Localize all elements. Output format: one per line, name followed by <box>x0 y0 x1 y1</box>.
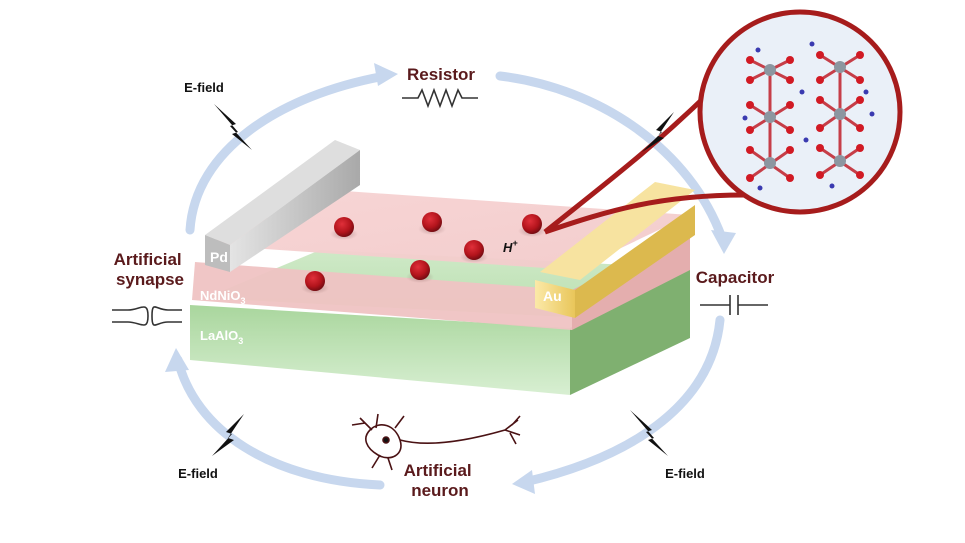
callout-tail <box>544 192 746 235</box>
proton <box>422 212 442 232</box>
laalo3-side <box>570 268 690 395</box>
au-front <box>535 280 575 318</box>
au-side <box>575 205 695 318</box>
protons <box>301 212 546 294</box>
device-stack <box>190 140 695 395</box>
synapse-label: Artificial synapse <box>114 250 187 289</box>
efield-label-bottom-right: E-field <box>665 466 705 481</box>
lightning-icon <box>214 104 252 150</box>
au-label: Au <box>543 288 562 304</box>
proton <box>522 214 542 234</box>
efield-label-top-left: E-field <box>184 80 224 95</box>
arrow-right-down <box>520 315 725 487</box>
neuron-icon <box>351 413 521 471</box>
lightning-icon <box>212 414 244 456</box>
pd-side <box>230 150 360 272</box>
proton <box>305 271 325 291</box>
arrow-bottom-left <box>173 355 385 490</box>
ndnio3-front <box>192 262 572 330</box>
arrowhead-bottom <box>512 470 535 494</box>
proton <box>464 240 484 260</box>
cycle-arrows <box>173 71 727 490</box>
arrow-top-right <box>495 71 727 243</box>
au-top <box>540 182 695 280</box>
crystal-lattice-icon <box>742 41 875 191</box>
resistor-label: Resistor <box>407 65 475 84</box>
arrowhead-left <box>165 348 189 372</box>
pd-top <box>205 140 360 245</box>
resistor-icon <box>402 87 478 109</box>
capacitor-icon <box>700 295 768 315</box>
arrowhead-right <box>711 230 736 254</box>
proton <box>334 217 354 237</box>
inset-circle <box>697 9 903 215</box>
proton-label: H+ <box>503 238 518 255</box>
lattice-callout <box>543 9 903 235</box>
lightning-icon <box>630 410 668 456</box>
synapse-icon <box>112 306 182 326</box>
arrow-top-left <box>185 71 390 235</box>
proton <box>410 260 430 280</box>
laalo3-label: LaAlO3 <box>200 328 243 346</box>
pd-label: Pd <box>210 249 228 265</box>
arrowhead-top <box>374 63 398 86</box>
arrow-heads <box>165 63 736 494</box>
neuron-label: Artificial neuron <box>404 461 477 500</box>
lightning-icon <box>642 112 674 152</box>
capacitor-label: Capacitor <box>696 268 775 287</box>
efield-label-bottom-left: E-field <box>178 466 218 481</box>
ndnio3-label: NdNiO3 <box>200 288 245 306</box>
pd-front <box>205 235 230 272</box>
callout-tail-upper <box>543 88 714 234</box>
laalo3-front <box>190 305 570 395</box>
